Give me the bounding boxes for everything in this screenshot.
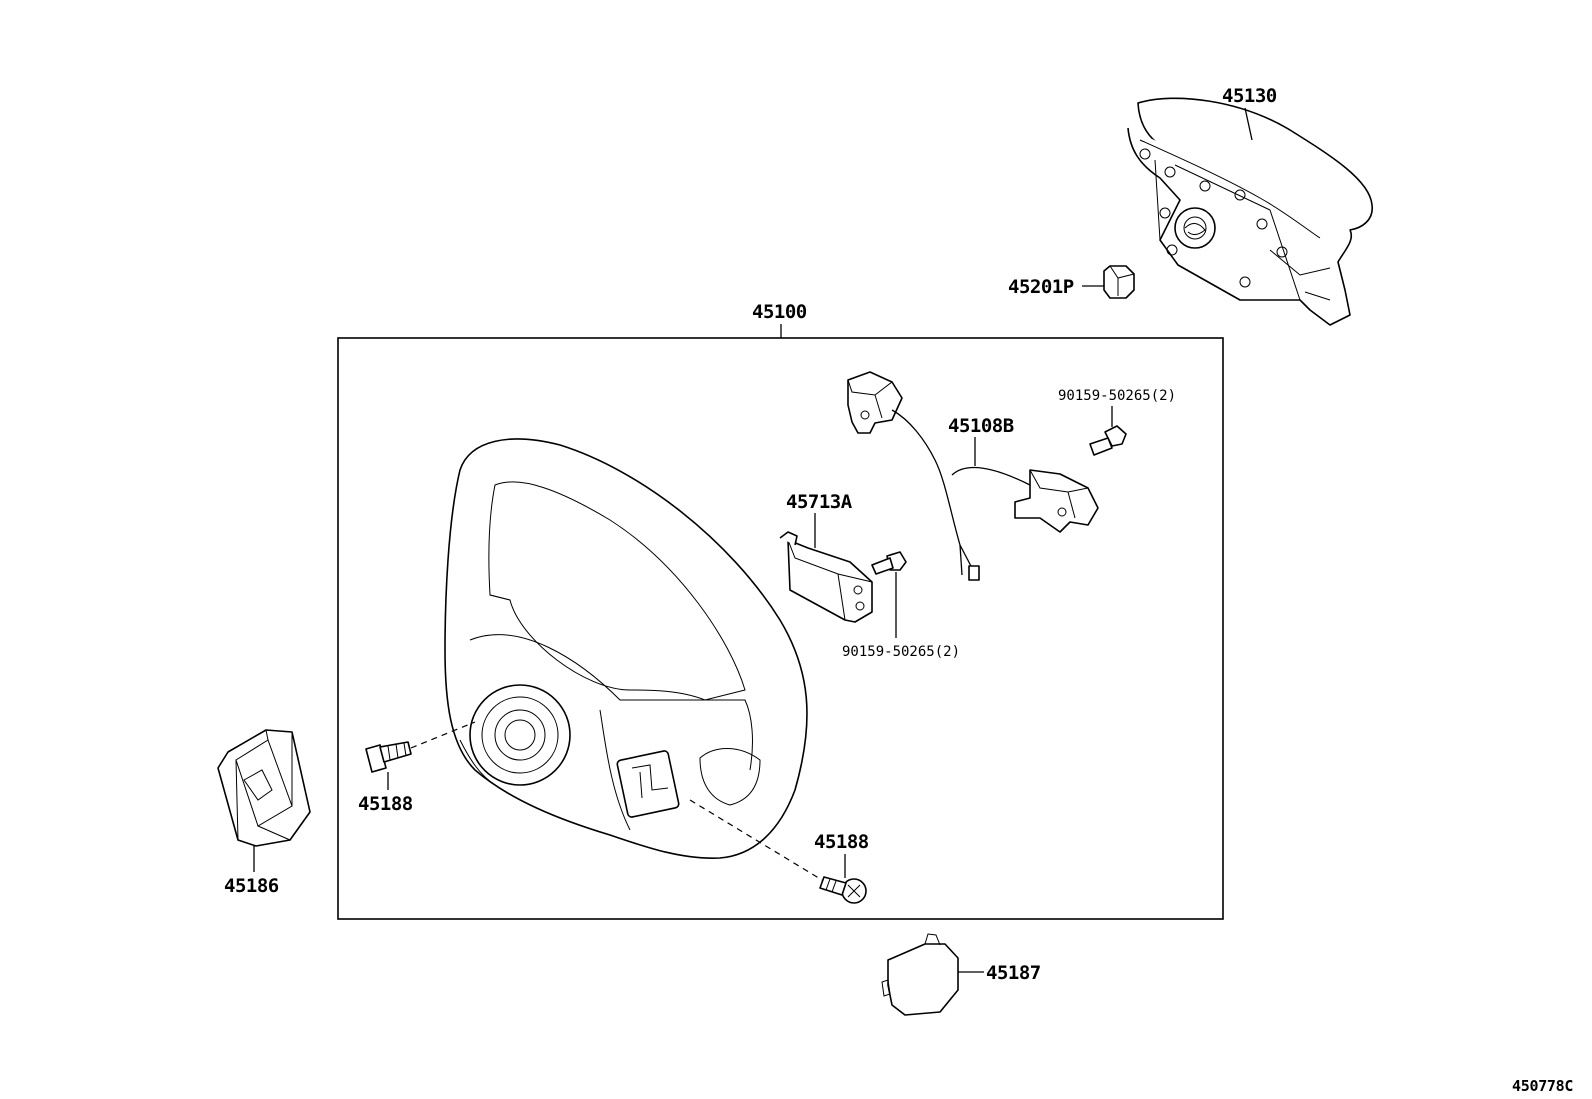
- switch-module-part[interactable]: [779, 531, 873, 623]
- label-45201P: 45201P: [1008, 276, 1074, 298]
- label-90159-50265-upper: 90159-50265(2): [1058, 388, 1176, 404]
- label-45188-left: 45188: [358, 793, 413, 815]
- label-45100: 45100: [752, 301, 807, 323]
- label-45187: 45187: [986, 962, 1041, 984]
- label-45108B: 45108B: [948, 415, 1014, 437]
- emblem-cover-part[interactable]: [217, 729, 311, 847]
- screw-left-part[interactable]: [365, 741, 412, 773]
- wire-harness-part[interactable]: [847, 371, 1099, 581]
- pad-nut-part[interactable]: [1103, 265, 1135, 299]
- screw-lower-part[interactable]: [871, 551, 907, 575]
- steering-wheel-part[interactable]: [444, 438, 808, 859]
- image-code: 450778C: [1512, 1077, 1573, 1095]
- steering-wheel-assembly-box: [337, 337, 1224, 920]
- lower-cover-part[interactable]: [881, 933, 959, 1016]
- label-90159-50265-lower: 90159-50265(2): [842, 644, 960, 660]
- label-45188-right: 45188: [814, 831, 869, 853]
- label-45186: 45186: [224, 875, 279, 897]
- airbag-pad-part[interactable]: [1127, 97, 1373, 326]
- screw-right-part[interactable]: [819, 876, 867, 904]
- label-45130: 45130: [1222, 85, 1277, 107]
- screw-upper-right-part[interactable]: [1089, 425, 1127, 456]
- label-45713A: 45713A: [786, 491, 853, 513]
